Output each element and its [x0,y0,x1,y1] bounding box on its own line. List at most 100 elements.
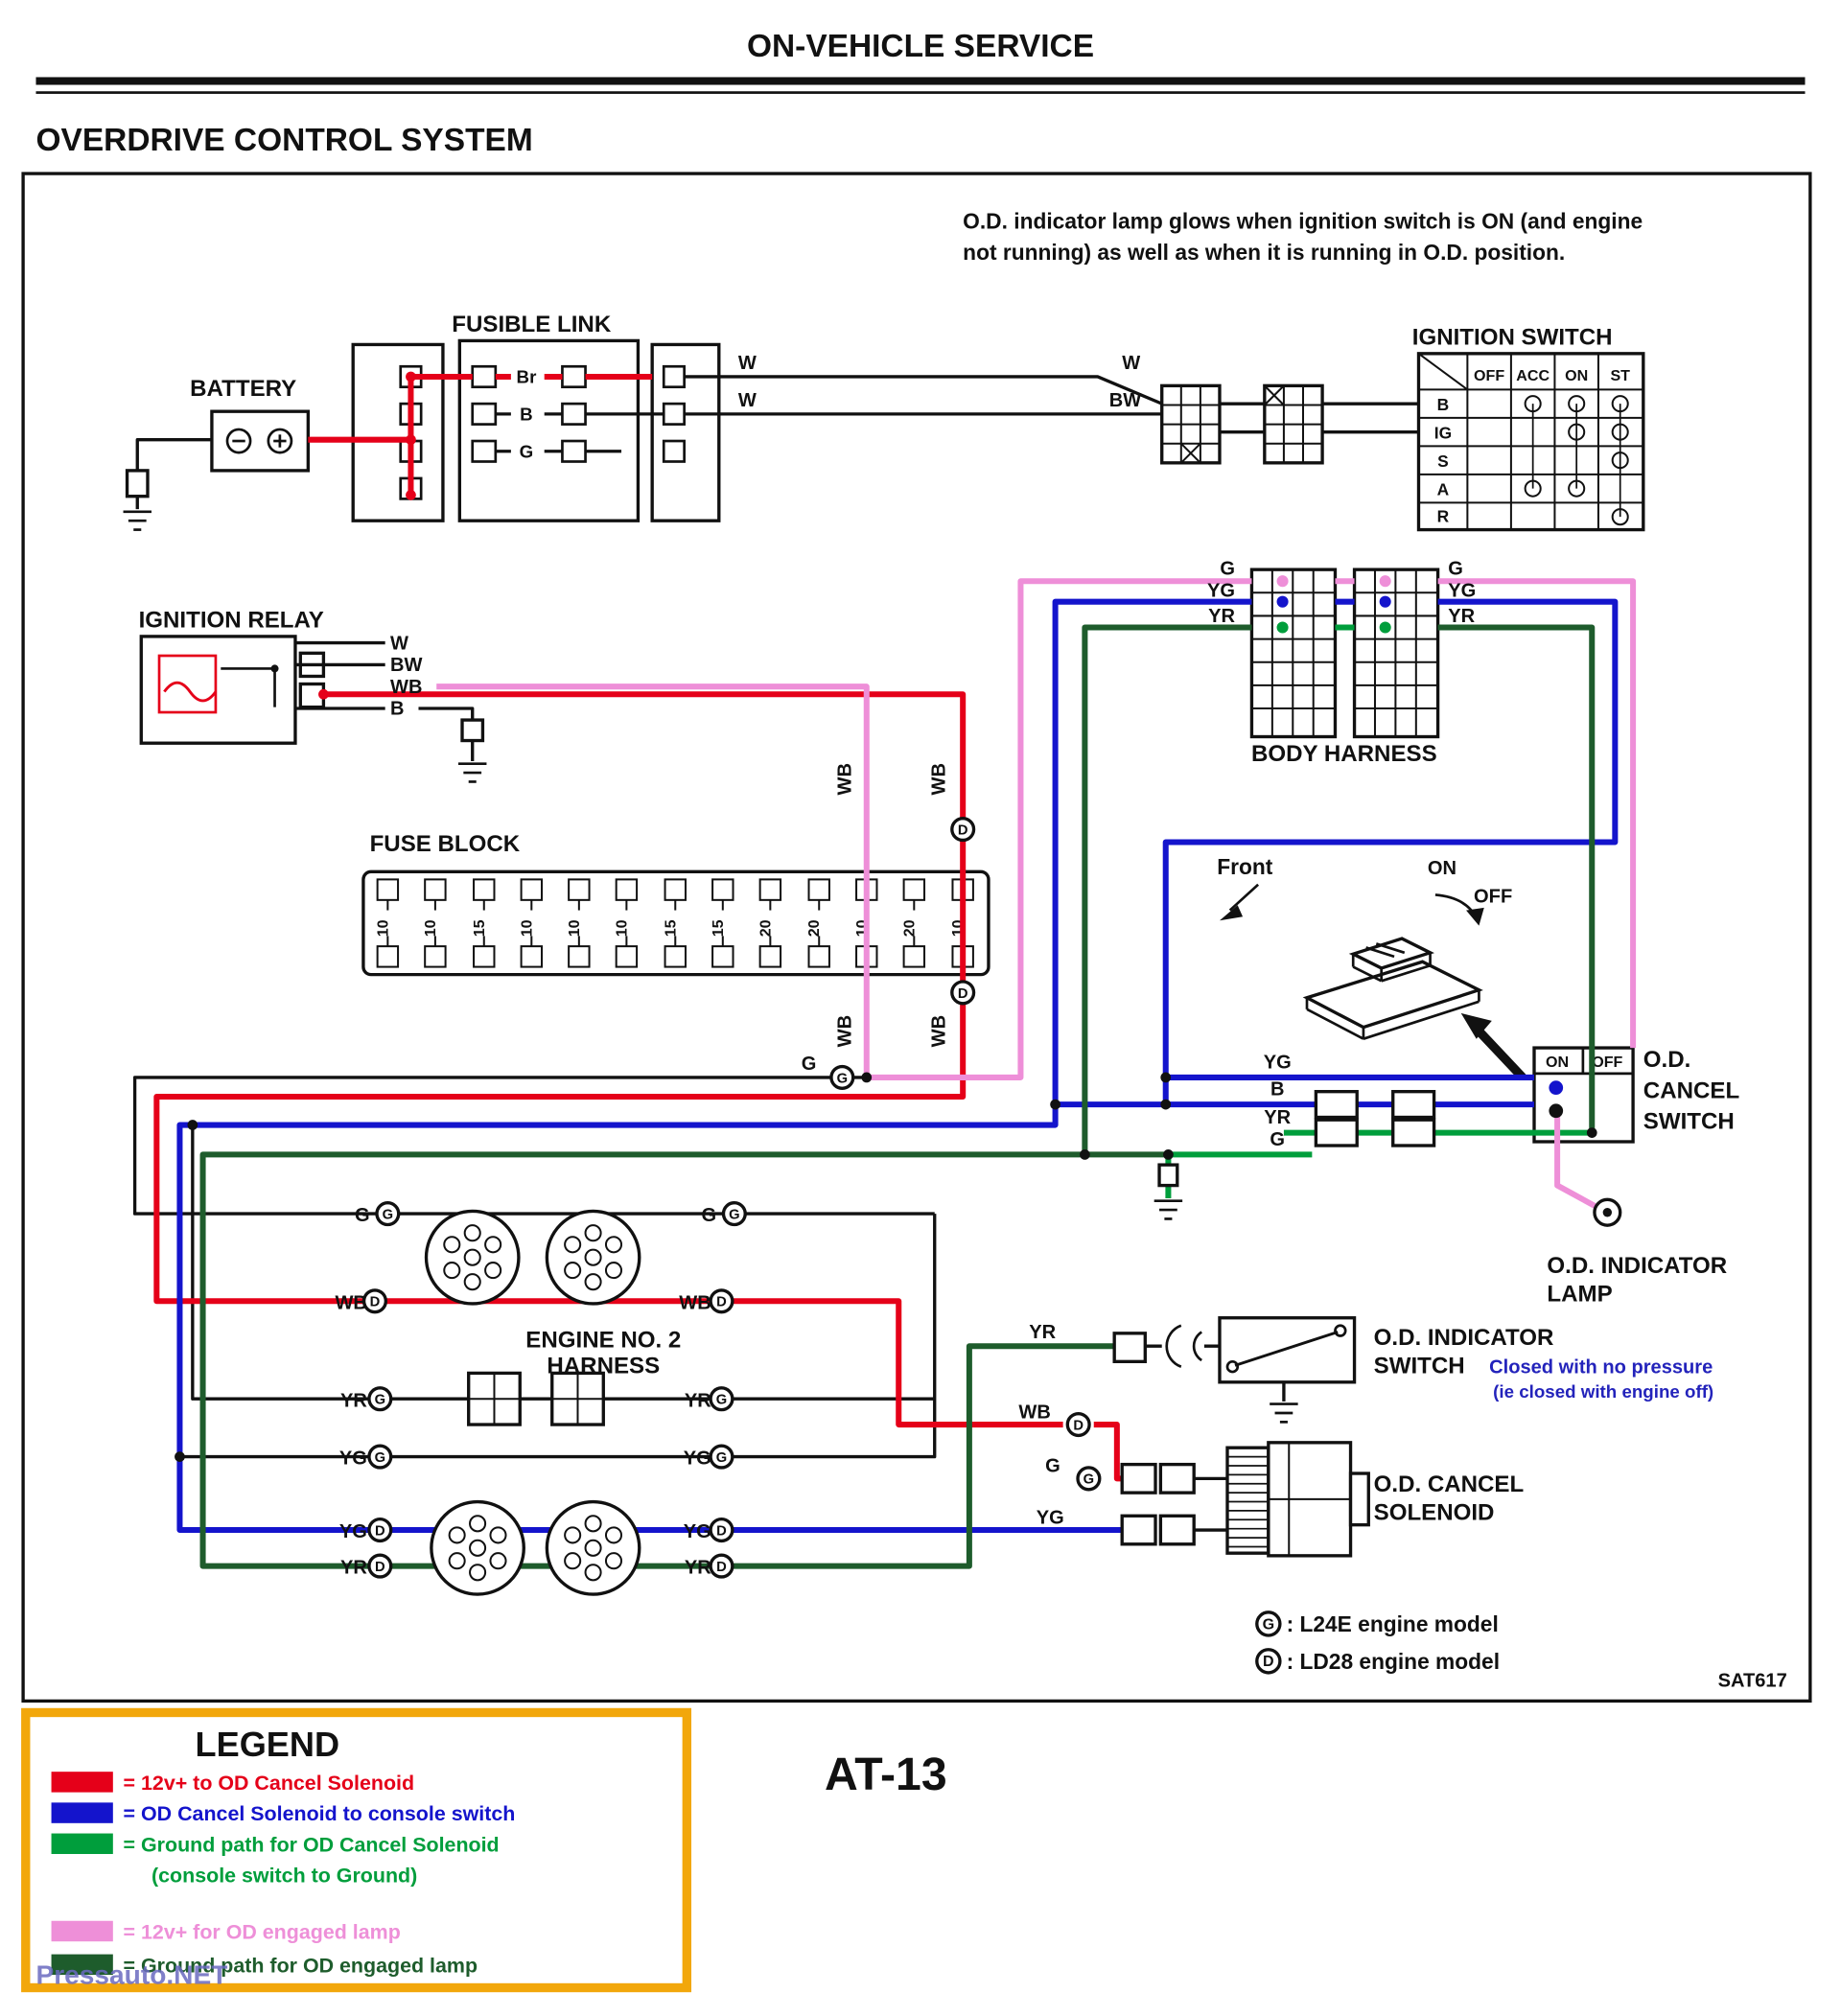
dark-green-wires [199,624,1596,1569]
legend-item-dark-green: = Ground path for OD engaged lamp [124,1954,478,1977]
svg-text:YR: YR [1264,1107,1291,1128]
svg-text:G: G [1448,559,1463,580]
svg-text:G: G [1263,1615,1275,1633]
engine-harness-connector-1 [424,1209,521,1306]
junction-dots [175,371,1597,1462]
battery: BATTERY [190,376,311,473]
watermark: Pressauto.NET [35,1959,227,1989]
svg-text:YG: YG [684,1521,711,1542]
engine-model-notes: G : L24E engine model D : LD28 engine mo… [1255,1610,1500,1675]
svg-text:10: 10 [613,919,630,937]
svg-text:YR: YR [1029,1322,1056,1343]
legend-item-green: = Ground path for OD Cancel Solenoid [124,1833,500,1856]
front-arrow [1228,883,1260,912]
svg-text:20: 20 [757,919,774,937]
battery-label: BATTERY [190,376,296,402]
svg-text:WB: WB [928,1015,949,1048]
ground-symbols [123,510,1298,1424]
page-frame: ON-VEHICLE SERVICE OVERDRIVE CONTROL SYS… [21,29,1812,1703]
legend-item-pink: = 12v+ for OD engaged lamp [124,1921,401,1944]
wire-dkgreen-right [1437,624,1596,1133]
svg-text:B: B [390,699,405,720]
wire-g-row [132,1076,935,1216]
fusible-row-b: B [520,405,533,425]
svg-text:G: G [1045,1456,1060,1477]
wire-red-main [153,691,1063,1428]
wire-blue-right [1162,598,1619,1105]
page-title: ON-VEHICLE SERVICE [747,29,1094,64]
engine-harness-connector-3 [430,1499,525,1596]
svg-text:YR: YR [340,1390,367,1411]
svg-text:YR: YR [1448,606,1475,627]
od-cancel-switch-l1: O.D. [1643,1047,1691,1073]
fuse-block-label: FUSE BLOCK [370,831,521,857]
battery-wire-connector [125,469,150,498]
d-model-note: : LD28 engine model [1287,1649,1500,1674]
od-switch-on: ON [1546,1054,1569,1071]
od-indicator-lamp-l1: O.D. INDICATOR [1547,1253,1727,1279]
ignition-relay-body [139,635,297,745]
front-label: Front [1217,854,1273,879]
note-line-1: O.D. indicator lamp glows when ignition … [963,209,1643,234]
svg-text:YR: YR [1208,606,1235,627]
legend-swatch-pink [51,1920,113,1942]
svg-text:D: D [958,986,968,1002]
svg-text:WB: WB [928,763,949,796]
svg-text:W: W [738,390,757,411]
svg-text:WB: WB [335,1292,366,1313]
black-wires [132,375,1419,1532]
svg-text:G: G [837,1071,848,1086]
svg-text:YG: YG [1448,580,1476,601]
svg-text:YG: YG [339,1448,367,1470]
fuse-block: FUSE BLOCK 10 10 15 10 10 10 15 15 [361,831,990,977]
fusible-row-g: G [520,441,534,461]
svg-text:G: G [1220,559,1235,580]
console-ground-connector [1157,1163,1179,1188]
engine-harness-connector-2 [545,1209,641,1306]
indicator-switch-connector [1112,1332,1147,1364]
svg-text:ENGINE NO. 2: ENGINE NO. 2 [525,1328,681,1354]
wire-blue-main [176,598,1252,1534]
fusible-link-box-2 [457,338,641,522]
fusible-link-label: FUSIBLE LINK [452,312,612,337]
svg-text:G: G [383,1207,393,1222]
svg-text:D: D [375,1560,385,1575]
svg-text:D: D [716,1523,727,1539]
od-indicator-lamp: O.D. INDICATOR LAMP [1547,1197,1727,1307]
legend-swatch-blue [51,1802,113,1823]
svg-text:YR: YR [340,1558,367,1579]
svg-text:G: G [701,1205,716,1226]
g-model-note: : L24E engine model [1287,1611,1499,1636]
body-harness-label: BODY HARNESS [1251,741,1437,767]
svg-text:G: G [729,1207,739,1222]
svg-text:D: D [375,1523,385,1539]
legend-swatch-green [51,1833,113,1855]
svg-text:20: 20 [805,919,823,937]
od-switch-on-contact [1549,1080,1564,1096]
wire-green-ground [1165,1151,1313,1198]
wire-red-solenoid [1093,1422,1123,1482]
blue-wires [176,598,1619,1534]
svg-text:D: D [716,1560,727,1575]
fusible-link-box-3 [650,342,721,522]
svg-text:WB: WB [1018,1402,1050,1423]
legend-swatch-dark-green [51,1954,113,1976]
od-cancel-solenoid-l1: O.D. CANCEL [1374,1471,1525,1497]
diagram-border [21,172,1812,1703]
fuses [376,878,974,968]
legend-item-blue: = OD Cancel Solenoid to console switch [124,1802,516,1825]
legend: LEGEND = 12v+ to OD Cancel Solenoid = OD… [21,1707,692,1993]
row-s: S [1437,452,1449,471]
harness-connector-grids [1160,383,1324,465]
engine-harness-label: ENGINE NO. 2 HARNESS [525,1328,681,1379]
ignition-switch-label: IGNITION SWITCH [1412,324,1613,350]
page-number: AT-13 [825,1749,947,1800]
od-cancel-switch: ON OFF O.D. CANCEL SWITCH [1532,1046,1739,1144]
svg-text:20: 20 [900,919,918,937]
od-indicator-lamp-l2: LAMP [1547,1281,1612,1307]
svg-text:WB: WB [835,1015,856,1048]
console-connector-pairs [1314,1090,1436,1147]
svg-text:15: 15 [662,919,679,937]
svg-text:W: W [390,633,408,654]
